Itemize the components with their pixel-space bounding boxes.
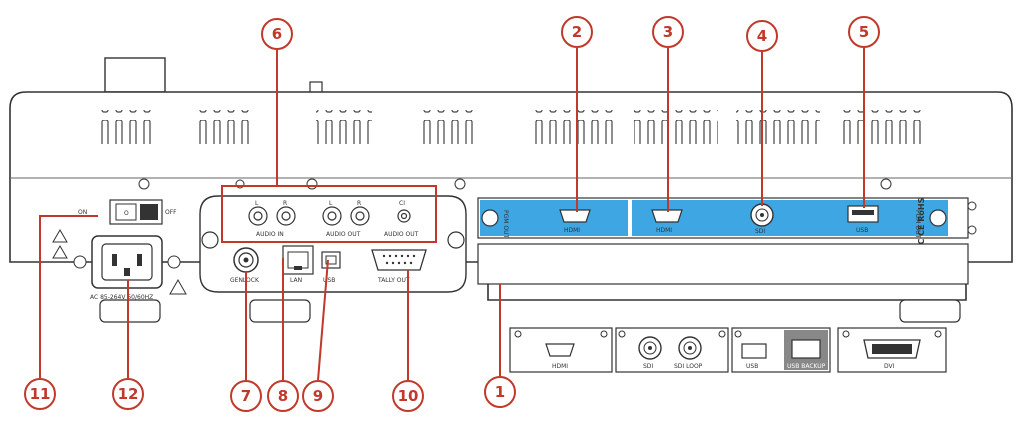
audio-out-2-label: AUDIO OUT: [384, 231, 419, 238]
lan-port: [282, 245, 314, 275]
callout-lines: [39, 48, 865, 381]
switch-mark-on: O: [124, 210, 129, 217]
module-hdmi: [509, 327, 613, 373]
callout-5: 5: [848, 16, 880, 48]
svg-text:4: 4: [757, 27, 767, 45]
top-knob: [104, 57, 166, 93]
module-hdmi-label: HDMI: [552, 363, 568, 370]
lan-label: LAN: [290, 277, 302, 284]
audio-out-left-label: L: [329, 200, 333, 207]
callout-8: 8: [267, 380, 299, 412]
callout-6: 6: [261, 18, 293, 50]
module-usb-label: USB: [746, 363, 758, 370]
module-dvi-label: DVI: [884, 363, 895, 370]
svg-text:5: 5: [859, 23, 869, 41]
svg-text:6: 6: [272, 25, 282, 43]
svg-text:10: 10: [398, 387, 419, 405]
blue-panel-right: [632, 200, 948, 236]
genlock-connector: [233, 247, 259, 273]
callout-9: 9: [302, 380, 334, 412]
svg-text:8: 8: [278, 387, 288, 405]
sdi-out: [750, 203, 774, 227]
middle-foot: [249, 299, 311, 323]
module-sdi-loop-label: SDI LOOP: [674, 363, 703, 370]
ac-rating-label: AC 85-264V 50/60HZ: [90, 294, 153, 301]
audio-in-label: AUDIO IN: [256, 231, 284, 238]
callout-7: 7: [230, 380, 262, 412]
callout-10: 10: [392, 380, 424, 412]
callout-1: 1: [484, 376, 516, 408]
callout-12: 12: [112, 378, 144, 410]
hdmi-1-label: HDMI: [564, 227, 580, 234]
svg-text:2: 2: [572, 23, 582, 41]
module-usb-backup-label: USB BACKUP: [787, 363, 826, 370]
callout-11: 11: [24, 378, 56, 410]
left-foot: [99, 299, 161, 323]
hdmi-2-label: HDMI: [656, 227, 672, 234]
callout-4: 4: [746, 20, 778, 52]
audio-highlight-box: [221, 185, 437, 243]
audio-out-label: AUDIO OUT: [326, 231, 361, 238]
sdi-label: SDI: [755, 228, 765, 235]
audio-out-right-label: R: [357, 200, 361, 207]
audio-in-left-label: L: [255, 200, 259, 207]
pgm-out-2-label: PGM OUT: [914, 210, 921, 238]
tally-connector: [371, 249, 427, 271]
warning-icons: [52, 229, 68, 259]
svg-text:3: 3: [663, 23, 673, 41]
cert-label: FC CE RoHS: [917, 197, 926, 250]
module-usb: [731, 327, 831, 373]
off-label: OFF: [165, 209, 177, 216]
svg-text:11: 11: [30, 385, 51, 403]
module-sdi: [615, 327, 729, 373]
usb-label: USB: [323, 277, 335, 284]
svg-text:7: 7: [241, 387, 251, 405]
pgm-out-label: PGM OUT: [502, 210, 509, 238]
blue-panel-left: [480, 200, 628, 236]
svg-text:1: 1: [495, 383, 505, 401]
module-dvi: [837, 327, 947, 373]
svg-text:12: 12: [118, 385, 139, 403]
audio-in-right-label: R: [283, 200, 287, 207]
hdmi-out-2: [651, 209, 683, 223]
right-foot: [899, 299, 961, 323]
svg-text:9: 9: [313, 387, 323, 405]
ac-power-inlet: [73, 235, 181, 289]
vent-slots: [100, 110, 924, 144]
callout-3: 3: [652, 16, 684, 48]
audio-jacks: [248, 206, 411, 226]
callout-2: 2: [561, 16, 593, 48]
module-sdi-label: SDI: [643, 363, 653, 370]
usb-out-label: USB: [856, 227, 868, 234]
empty-expansion-slot: [477, 243, 969, 285]
genlock-label: GENLOCK: [230, 277, 260, 284]
usb-port: [321, 251, 341, 269]
usb-out: [847, 205, 879, 223]
hdmi-out-1: [559, 209, 591, 223]
audio-ch-label: CI: [399, 200, 405, 207]
on-label: ON: [78, 209, 87, 216]
callouts: 6 2 3 4 5 7 8 9 10 1 11 12: [24, 16, 880, 412]
tally-label: TALLY OUT: [377, 277, 410, 284]
